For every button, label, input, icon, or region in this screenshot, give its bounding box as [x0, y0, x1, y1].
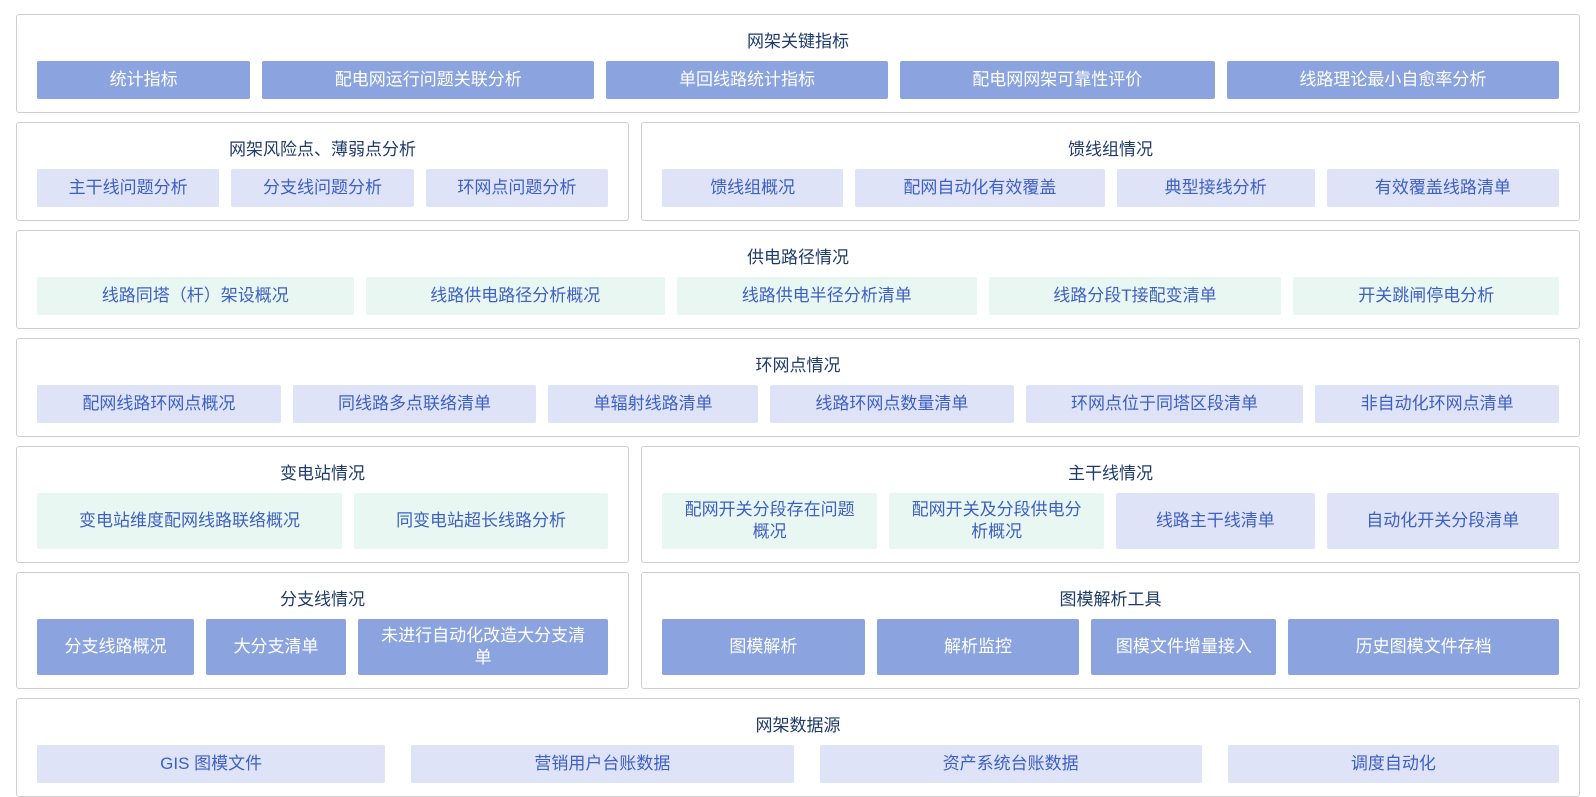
nav-button[interactable]: 线路供电路径分析概况 [365, 277, 666, 315]
button-row: 配网线路环网点概况同线路多点联络清单单辐射线路清单线路环网点数量清单环网点位于同… [37, 385, 1560, 423]
nav-button[interactable]: 配网开关分段存在问题概况 [662, 493, 878, 550]
nav-button[interactable]: 变电站维度配网线路联络概况 [37, 493, 343, 550]
row-branch-and-model-tools: 分支线情况 分支线路概况大分支清单未进行自动化改造大分支清单 图模解析工具 图模… [16, 572, 1580, 690]
row-data-source: 网架数据源 GIS 图模文件营销用户台账数据资产系统台账数据调度自动化 [16, 698, 1580, 797]
button-row: 线路同塔（杆）架设概况线路供电路径分析概况线路供电半径分析清单线路分段T接配变清… [37, 277, 1559, 315]
button-row: GIS 图模文件营销用户台账数据资产系统台账数据调度自动化 [37, 745, 1560, 784]
panel-feeder-group: 馈线组情况 馈线组概况配网自动化有效覆盖典型接线分析有效覆盖线路清单 [641, 122, 1580, 221]
nav-button[interactable]: 环网点问题分析 [425, 169, 609, 207]
nav-button[interactable]: 线路环网点数量清单 [770, 385, 1014, 423]
nav-button[interactable]: 非自动化环网点清单 [1315, 385, 1560, 423]
panel-model-tools: 图模解析工具 图模解析解析监控图模文件增量接入历史图模文件存档 [641, 572, 1580, 690]
panel-title: 变电站情况 [280, 464, 366, 483]
nav-button[interactable]: 主干线问题分析 [37, 169, 220, 207]
nav-button[interactable]: 未进行自动化改造大分支清单 [358, 619, 609, 676]
nav-button[interactable]: 图模解析 [662, 619, 865, 676]
nav-button[interactable]: 配网线路环网点概况 [37, 385, 281, 423]
nav-button[interactable]: 解析监控 [876, 619, 1080, 676]
nav-button[interactable]: 开关跳闸停电分析 [1293, 277, 1559, 315]
nav-button[interactable]: 配电网网架可靠性评价 [899, 61, 1215, 99]
panel-title: 环网点情况 [755, 356, 841, 375]
panel-title: 分支线情况 [280, 590, 366, 610]
panel-key-indicators: 网架关键指标 统计指标配电网运行问题关联分析单回线路统计指标配电网网架可靠性评价… [16, 14, 1580, 113]
panel-title: 图模解析工具 [1059, 590, 1162, 610]
panel-substation: 变电站情况 变电站维度配网线路联络概况同变电站超长线路分析 [16, 446, 630, 564]
button-row: 主干线问题分析分支线问题分析环网点问题分析 [37, 169, 609, 207]
button-row: 统计指标配电网运行问题关联分析单回线路统计指标配电网网架可靠性评价线路理论最小自… [37, 61, 1560, 99]
button-row: 变电站维度配网线路联络概况同变电站超长线路分析 [37, 493, 609, 550]
row-substation-and-trunk: 变电站情况 变电站维度配网线路联络概况同变电站超长线路分析 主干线情况 配网开关… [16, 446, 1580, 564]
nav-button[interactable]: 分支线路概况 [37, 619, 195, 676]
nav-button[interactable]: 典型接线分析 [1116, 169, 1315, 207]
nav-button[interactable]: 线路供电半径分析清单 [677, 277, 977, 315]
row-key-indicators: 网架关键指标 统计指标配电网运行问题关联分析单回线路统计指标配电网网架可靠性评价… [16, 14, 1580, 113]
nav-button[interactable]: 配电网运行问题关联分析 [262, 61, 595, 99]
nav-button[interactable]: 线路主干线清单 [1116, 493, 1315, 550]
button-row: 配网开关分段存在问题概况配网开关及分段供电分析概况线路主干线清单自动化开关分段清… [662, 493, 1560, 550]
row-supply-path: 供电路径情况 线路同塔（杆）架设概况线路供电路径分析概况线路供电半径分析清单线路… [16, 230, 1580, 329]
nav-button[interactable]: 大分支清单 [206, 619, 347, 676]
nav-button[interactable]: 分支线问题分析 [231, 169, 414, 207]
button-row: 图模解析解析监控图模文件增量接入历史图模文件存档 [662, 619, 1559, 676]
nav-button[interactable]: 线路分段T接配变清单 [988, 277, 1282, 315]
nav-button[interactable]: 馈线组概况 [662, 169, 844, 207]
button-row: 馈线组概况配网自动化有效覆盖典型接线分析有效覆盖线路清单 [662, 169, 1560, 207]
nav-button[interactable]: 图模文件增量接入 [1091, 619, 1277, 676]
nav-button[interactable]: 统计指标 [37, 61, 251, 99]
panel-title: 主干线情况 [1068, 464, 1154, 483]
nav-button[interactable]: 线路同塔（杆）架设概况 [37, 277, 354, 315]
nav-button[interactable]: 历史图模文件存档 [1288, 619, 1559, 676]
nav-button[interactable]: 配网开关及分段供电分析概况 [889, 493, 1105, 550]
panel-risk-weakpoints: 网架风险点、薄弱点分析 主干线问题分析分支线问题分析环网点问题分析 [16, 122, 630, 221]
row-risk-and-feeder: 网架风险点、薄弱点分析 主干线问题分析分支线问题分析环网点问题分析 馈线组情况 … [16, 122, 1580, 221]
nav-button[interactable]: 单回线路统计指标 [606, 61, 888, 99]
panel-data-source: 网架数据源 GIS 图模文件营销用户台账数据资产系统台账数据调度自动化 [16, 698, 1580, 797]
nav-button[interactable]: 自动化开关分段清单 [1326, 493, 1560, 550]
panel-title: 网架风险点、薄弱点分析 [229, 140, 417, 159]
panel-title: 网架关键指标 [747, 32, 849, 51]
nav-button[interactable]: 调度自动化 [1227, 745, 1560, 784]
nav-button[interactable]: 配网自动化有效覆盖 [855, 169, 1105, 207]
panel-supply-path: 供电路径情况 线路同塔（杆）架设概况线路供电路径分析概况线路供电半径分析清单线路… [16, 230, 1580, 329]
row-ring-points: 环网点情况 配网线路环网点概况同线路多点联络清单单辐射线路清单线路环网点数量清单… [16, 338, 1580, 437]
panel-branch-line: 分支线情况 分支线路概况大分支清单未进行自动化改造大分支清单 [16, 572, 630, 690]
panel-title: 供电路径情况 [747, 248, 849, 267]
nav-button[interactable]: 线路理论最小自愈率分析 [1226, 61, 1560, 99]
panel-trunk-line: 主干线情况 配网开关分段存在问题概况配网开关及分段供电分析概况线路主干线清单自动… [641, 446, 1580, 564]
nav-button[interactable]: 单辐射线路清单 [548, 385, 759, 423]
nav-button[interactable]: GIS 图模文件 [37, 745, 386, 784]
nav-button[interactable]: 营销用户台账数据 [411, 745, 794, 784]
panel-ring-points: 环网点情况 配网线路环网点概况同线路多点联络清单单辐射线路清单线路环网点数量清单… [16, 338, 1580, 437]
nav-button[interactable]: 同线路多点联络清单 [292, 385, 537, 423]
nav-button[interactable]: 同变电站超长线路分析 [354, 493, 609, 550]
nav-button[interactable]: 环网点位于同塔区段清单 [1025, 385, 1304, 423]
nav-button[interactable]: 有效覆盖线路清单 [1326, 169, 1560, 207]
button-row: 分支线路概况大分支清单未进行自动化改造大分支清单 [37, 619, 609, 676]
panel-title: 网架数据源 [755, 716, 841, 736]
nav-button[interactable]: 资产系统台账数据 [819, 745, 1202, 784]
panel-title: 馈线组情况 [1068, 140, 1154, 159]
